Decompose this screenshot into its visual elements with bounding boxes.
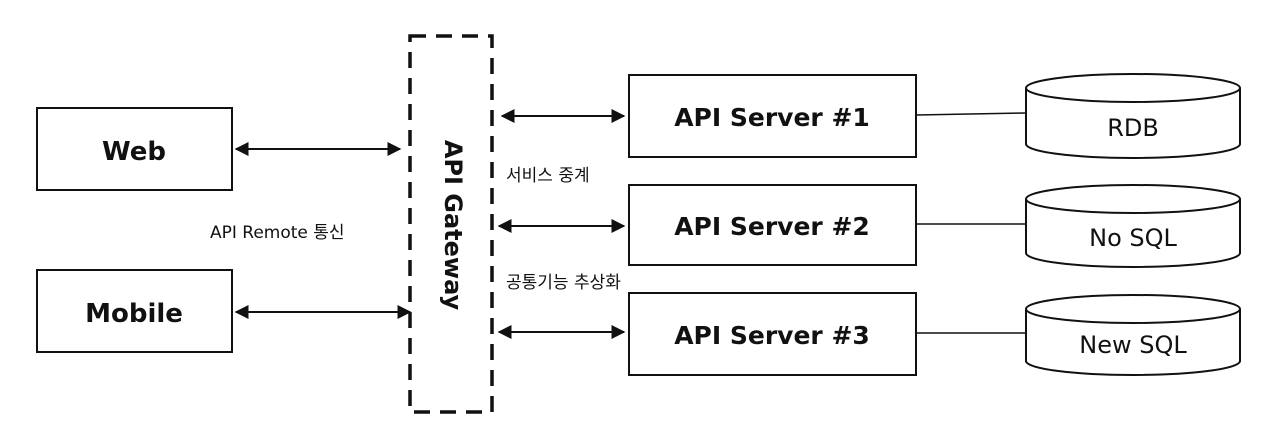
nosql-label: No SQL (1089, 224, 1177, 252)
api-server-1-label: API Server #1 (674, 103, 870, 132)
api-server-1-box: API Server #1 (628, 74, 917, 158)
web-client-box: Web (36, 107, 233, 191)
nosql-database-icon: No SQL (1025, 184, 1241, 268)
rdb-label: RDB (1107, 114, 1159, 142)
mobile-label: Mobile (85, 299, 183, 329)
newsql-label: New SQL (1079, 331, 1187, 359)
abstraction-annotation: 공통기능 추상화 (506, 273, 621, 293)
api-server-2-label: API Server #2 (674, 212, 870, 241)
server1-db-connector (915, 112, 1027, 116)
api-gateway-label: API Gateway (439, 140, 467, 311)
api-server-3-box: API Server #3 (628, 292, 917, 376)
remote-annotation: API Remote 통신 (210, 223, 345, 243)
api-server-3-label: API Server #3 (674, 321, 870, 350)
rdb-database-icon: RDB (1025, 73, 1241, 159)
api-gateway-box: API Gateway (408, 34, 494, 414)
web-label: Web (102, 137, 166, 167)
api-server-2-box: API Server #2 (628, 184, 917, 266)
mobile-client-box: Mobile (36, 269, 233, 353)
relay-annotation: 서비스 중계 (506, 166, 590, 186)
newsql-database-icon: New SQL (1025, 294, 1241, 376)
